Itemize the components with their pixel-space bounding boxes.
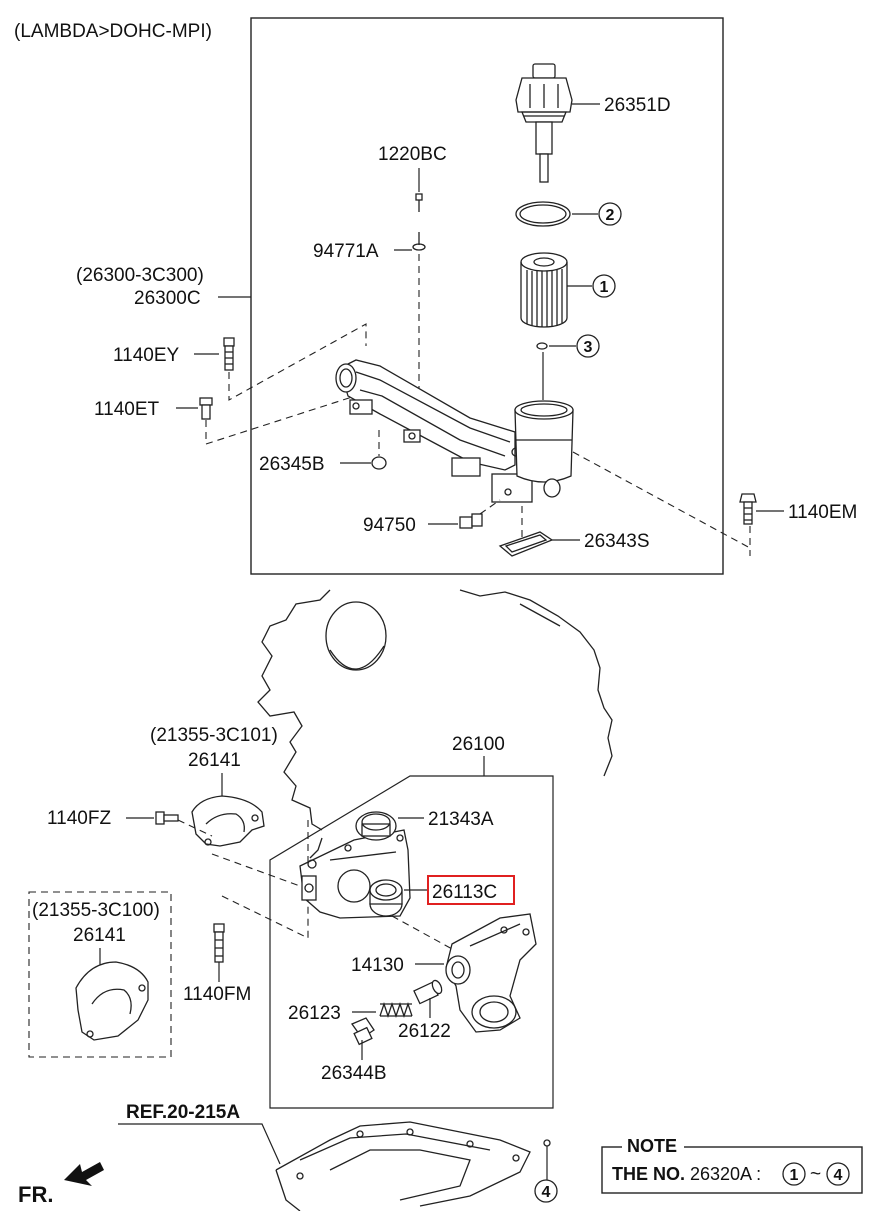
- part-label-26113C: 26113C: [432, 882, 497, 903]
- alt-part-box: [28, 891, 172, 1058]
- front-label: FR.: [18, 1182, 53, 1207]
- part-label-26122: 26122: [398, 1021, 451, 1042]
- gasket-26343S-part: [498, 531, 554, 557]
- part-label-26123: 26123: [288, 1003, 341, 1024]
- note-from-callout: 1: [790, 1167, 799, 1184]
- engine-variant-label: (LAMBDA>DOHC-MPI): [14, 21, 212, 42]
- callout-2: [598, 202, 622, 226]
- part-label-1140FZ: 1140FZ: [47, 808, 111, 829]
- oil-pan-part: [275, 1121, 531, 1212]
- small-o-ring-part: [536, 342, 548, 350]
- callout-3-label: 3: [584, 339, 593, 356]
- note-tilde: ~: [810, 1164, 821, 1185]
- callout-1-label: 1: [600, 279, 609, 296]
- part-label-26141-lower: 26141: [73, 925, 126, 946]
- part-label-1140FM: 1140FM: [183, 984, 251, 1005]
- drain-plug-part: [543, 1139, 551, 1147]
- bolt-1140EY-part: [223, 337, 235, 371]
- part-label-94750: 94750: [363, 515, 416, 536]
- bolt-1140FZ-part: [155, 811, 179, 825]
- filter-housing-part: [335, 359, 574, 503]
- note-box: NOTE THE NO. 26320A : 1 ~ 4: [601, 1136, 863, 1194]
- cover-26141-upper-part: [191, 795, 265, 847]
- part-label-26343S: 26343S: [584, 531, 650, 552]
- plug-26345B-part: [371, 456, 387, 470]
- callout-3: [576, 334, 600, 358]
- part-label-26141-upper: 26141: [188, 750, 241, 771]
- alt-part-label-21355-3C100: (21355-3C100): [32, 900, 160, 921]
- callout-4-label: 4: [542, 1184, 551, 1201]
- oil-filter-assembly-box: [250, 17, 724, 575]
- part-label-21343A: 21343A: [428, 809, 494, 830]
- note-part: 26320A :: [690, 1164, 761, 1184]
- seal-21343A-part: [355, 811, 397, 841]
- bolt-1140ET-part: [199, 397, 213, 420]
- o-ring-part: [515, 201, 571, 227]
- spring-26123-part: [379, 1001, 413, 1019]
- part-label-1140ET: 1140ET: [94, 399, 160, 420]
- cover-26141-lower-part: [75, 961, 149, 1041]
- bolt-1140EM-part: [739, 493, 757, 525]
- filter-element-part: [520, 252, 568, 328]
- note-prefix: THE NO.: [612, 1164, 685, 1184]
- part-label-26344B: 26344B: [321, 1063, 387, 1084]
- note-to-callout: 4: [834, 1167, 843, 1184]
- part-label-94771A: 94771A: [313, 241, 379, 262]
- plug-26344B-part: [351, 1017, 375, 1046]
- filter-cap-part: [515, 63, 573, 183]
- bolt-1220BC-part: [415, 193, 423, 212]
- highlight-box-26113C: [427, 875, 515, 905]
- callout-2-label: 2: [606, 207, 615, 224]
- bolt-94771A-part: [412, 232, 426, 251]
- front-arrow-icon: [64, 1162, 104, 1186]
- part-label-1140EY: 1140EY: [113, 345, 180, 366]
- bolt-1140FM-part: [213, 923, 225, 963]
- rotor-26113C-part: [369, 879, 403, 917]
- part-label-26100: 26100: [452, 734, 505, 755]
- ref-label: REF.20-215A: [126, 1102, 240, 1123]
- part-label-26351D: 26351D: [604, 95, 671, 116]
- engine-block-outline: [257, 589, 613, 859]
- note-title: NOTE: [627, 1136, 677, 1156]
- part-label-14130: 14130: [351, 955, 404, 976]
- part-label-26345B: 26345B: [259, 454, 325, 475]
- alt-part-label-26300-3C300: (26300-3C300): [76, 265, 204, 286]
- callout-1: [592, 274, 616, 298]
- sensor-94750-part: [459, 513, 483, 529]
- callout-4: [534, 1179, 558, 1203]
- plunger-26122-part: [413, 979, 443, 1005]
- part-label-1220BC: 1220BC: [378, 144, 447, 165]
- valve-housing-14130-part: [445, 913, 537, 1033]
- part-label-1140EM: 1140EM: [788, 502, 857, 523]
- part-label-26300C: 26300C: [134, 288, 201, 309]
- alt-part-label-21355-3C101: (21355-3C101): [150, 725, 278, 746]
